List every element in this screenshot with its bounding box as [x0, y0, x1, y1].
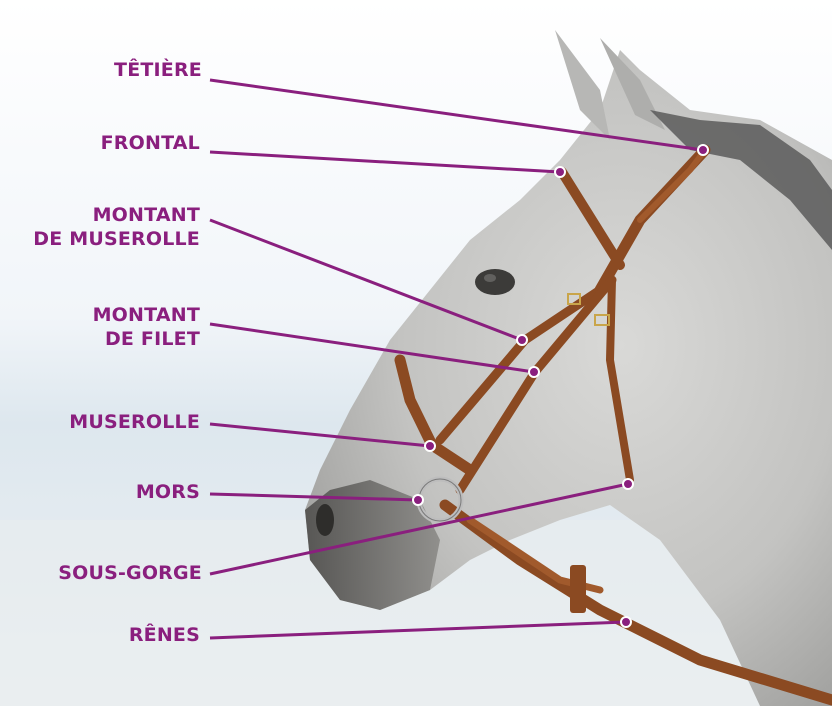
label-line: SOUS-GORGE: [58, 561, 202, 585]
label-mors: MORS: [136, 480, 200, 504]
label-renes: RÊNES: [129, 623, 200, 647]
label-line: DE MUSEROLLE: [33, 227, 200, 251]
label-frontal: FRONTAL: [101, 131, 200, 155]
label-line: DE FILET: [93, 327, 200, 351]
label-muserolle: MUSEROLLE: [69, 410, 200, 434]
label-tetiere: TÊTIÈRE: [114, 58, 202, 82]
label-line: MUSEROLLE: [69, 410, 200, 434]
eye: [475, 269, 515, 295]
label-montant-de-muserolle: MONTANT DE MUSEROLLE: [33, 203, 200, 251]
label-line: TÊTIÈRE: [114, 58, 202, 82]
rein-keeper: [570, 565, 586, 613]
label-line: MORS: [136, 480, 200, 504]
label-line: MONTANT: [33, 203, 200, 227]
label-montant-de-filet: MONTANT DE FILET: [93, 303, 200, 351]
label-line: MONTANT: [93, 303, 200, 327]
label-line: FRONTAL: [101, 131, 200, 155]
label-line: RÊNES: [129, 623, 200, 647]
nostril: [316, 504, 334, 536]
label-sous-gorge: SOUS-GORGE: [58, 561, 202, 585]
